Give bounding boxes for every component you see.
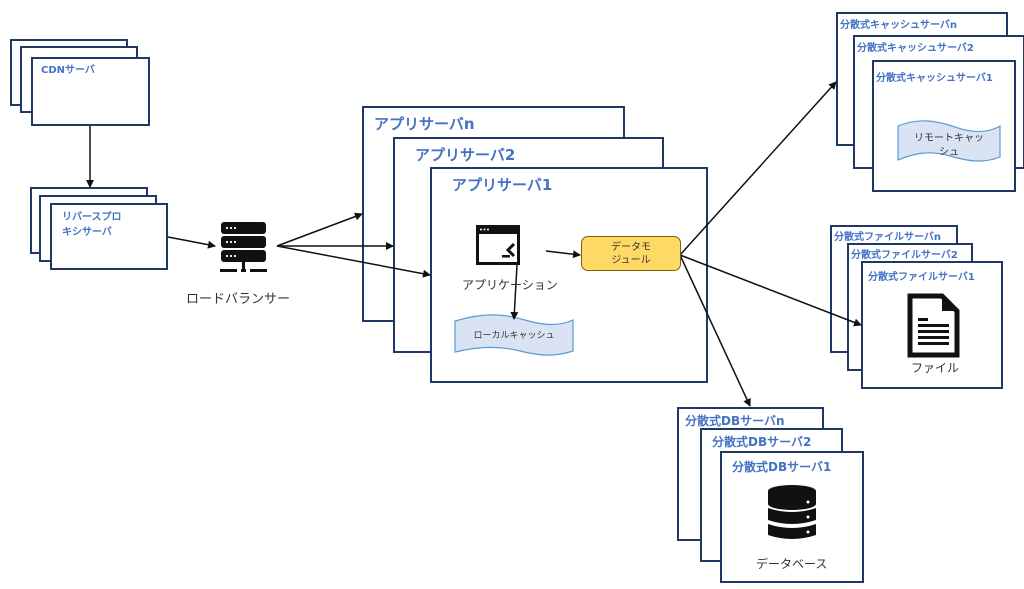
db-server-2-title: 分散式DBサーバ2 — [712, 435, 812, 449]
local-cache-label: ローカルキャッシュ — [473, 331, 555, 341]
cache-server-1-title: 分散式キャッシュサーバ1 — [876, 73, 993, 84]
cache-server-n-title: 分散式キャッシュサーバn — [840, 20, 958, 31]
remote-cache-label-line2: シュ — [939, 147, 959, 158]
app-server-1: アプリサーバ1 — [430, 167, 708, 383]
data-module: データモ ジュール — [581, 236, 681, 271]
server-rack-icon — [220, 222, 267, 272]
cache-server-2-title: 分散式キャッシュサーバ2 — [857, 43, 974, 54]
file-server-n-title: 分散式ファイルサーバn — [834, 232, 942, 243]
file-server-1-title: 分散式ファイルサーバ1 — [868, 272, 975, 283]
file-server-2-title: 分散式ファイルサーバ2 — [851, 250, 958, 261]
reverse-proxy-title-line2: キシサーバ — [62, 227, 112, 238]
cdn-server-title: CDNサーバ — [41, 65, 95, 76]
arrow-lb-to-app-n — [276, 212, 363, 247]
cdn-server: CDNサーバ — [31, 57, 150, 126]
reverse-proxy-server: リバースプロ キシサーバ — [50, 203, 168, 270]
database-label: データベース — [756, 557, 828, 571]
db-server-n-title: 分散式DBサーバn — [685, 414, 785, 428]
application-label: アプリケーション — [462, 278, 558, 292]
remote-cache-label-line1: リモートキャッ — [914, 133, 984, 144]
data-module-line2: ジュール — [611, 254, 651, 266]
reverse-proxy-title-line1: リバースプロ — [62, 212, 122, 223]
cache-server-1: 分散式キャッシュサーバ1 — [872, 60, 1016, 192]
app-server-1-title: アプリサーバ1 — [452, 176, 553, 194]
file-server-1: 分散式ファイルサーバ1 — [861, 261, 1003, 389]
app-server-n-title: アプリサーバn — [374, 115, 475, 133]
data-module-line1: データモ — [611, 241, 651, 253]
db-server-1-title: 分散式DBサーバ1 — [732, 460, 832, 474]
app-server-2-title: アプリサーバ2 — [415, 146, 516, 164]
load-balancer-label: ロードバランサー — [186, 292, 291, 307]
arrow-proxy-to-lb — [167, 236, 216, 249]
file-label: ファイル — [911, 361, 960, 375]
